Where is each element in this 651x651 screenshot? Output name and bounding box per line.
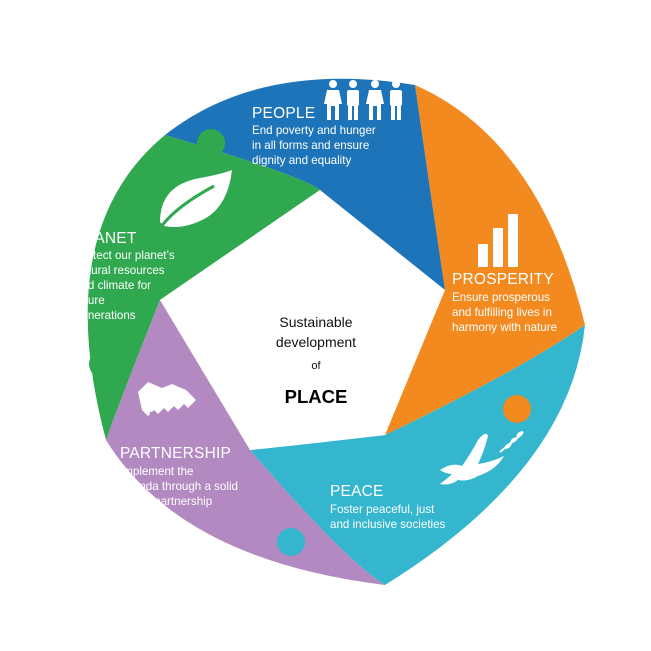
segment-peace xyxy=(250,325,585,585)
partnership-title: PARTNERSHIP xyxy=(120,445,231,462)
center-line-3: of xyxy=(311,360,321,372)
prosperity-desc-1: Ensure prosperous xyxy=(452,291,550,304)
planet-desc-4: future xyxy=(75,294,105,307)
segment-people xyxy=(165,78,445,290)
prosperity-desc-2: and fulfilling lives in xyxy=(452,306,552,319)
puzzle-knob-planet-left xyxy=(89,350,117,378)
leaf-icon xyxy=(156,170,232,233)
puzzle-knob-planet xyxy=(197,129,225,157)
center-place-label: PLACE xyxy=(285,386,348,407)
peace-desc-1: Foster peaceful, just xyxy=(330,503,435,516)
partnership-desc-1: Implement the xyxy=(120,465,193,478)
partnership-desc-2: agenda through a solid xyxy=(120,480,238,493)
people-desc-2: in all forms and ensure xyxy=(252,139,369,152)
planet-desc-3: and climate for xyxy=(75,279,151,292)
bar-chart-icon xyxy=(478,214,518,267)
people-desc-1: End poverty and hunger xyxy=(252,124,376,137)
prosperity-title: PROSPERITY xyxy=(452,271,554,288)
puzzle-knob-partnership xyxy=(277,528,305,556)
peace-desc-2: and inclusive societies xyxy=(330,518,446,531)
center-line-1: Sustainable xyxy=(279,314,352,330)
people-icon xyxy=(324,80,402,120)
prosperity-desc-3: harmony with nature xyxy=(452,321,557,334)
people-title: PEOPLE xyxy=(252,105,315,122)
center-line-2: development xyxy=(276,334,356,350)
puzzle-knob-peace xyxy=(503,395,531,423)
handshake-icon xyxy=(138,382,196,420)
peace-title: PEACE xyxy=(330,483,384,500)
partnership-desc-3: global partnership xyxy=(120,495,212,508)
planet-desc-2: natural resources xyxy=(75,264,165,277)
center-pentagon xyxy=(160,190,445,450)
planet-desc-5: generations xyxy=(75,309,136,322)
planet-title: PLANET xyxy=(75,230,137,247)
segment-planet xyxy=(87,135,320,440)
puzzle-knob-prosperity xyxy=(456,160,484,188)
segment-partnership xyxy=(106,300,385,585)
people-desc-3: dignity and equality xyxy=(252,154,351,167)
dove-icon xyxy=(440,431,524,485)
planet-desc-1: Protect our planet’s xyxy=(75,249,175,262)
